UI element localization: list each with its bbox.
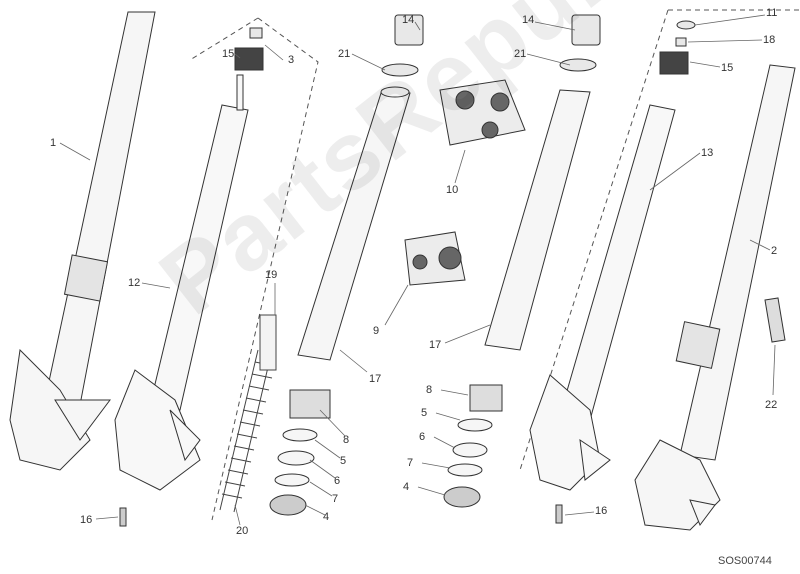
callout-17: 17 (369, 373, 382, 385)
callout-4: 4 (323, 511, 330, 523)
inner-tube-13 (529, 104, 676, 491)
callout-16: 16 (80, 514, 93, 526)
screws-16 (119, 504, 563, 527)
outer-tube-17-right (443, 89, 591, 508)
callout-5: 5 (421, 407, 428, 419)
fork-leg-2 (634, 64, 796, 531)
callout-5: 5 (340, 455, 347, 467)
callout-19: 19 (265, 269, 278, 281)
callout-12: 12 (128, 277, 141, 289)
callout-15: 15 (721, 62, 734, 74)
fork-leg-1 (9, 11, 156, 471)
callout-2: 2 (771, 245, 778, 257)
callout-14: 14 (522, 14, 535, 26)
callout-7: 7 (407, 457, 414, 469)
callout-22: 22 (765, 399, 778, 411)
callout-18: 18 (763, 34, 776, 46)
leader-lines (59, 14, 776, 526)
callout-11: 11 (766, 7, 778, 19)
callout-7: 7 (332, 493, 339, 505)
callout-3: 3 (288, 54, 295, 66)
top-caps (234, 14, 696, 77)
callout-4: 4 (403, 481, 410, 493)
callout-6: 6 (419, 431, 426, 443)
clamp-kits (404, 79, 526, 286)
callout-9: 9 (373, 325, 380, 337)
callout-8: 8 (426, 384, 433, 396)
spring-20 (219, 314, 277, 513)
callout-16: 16 (595, 505, 608, 517)
callout-1: 1 (50, 137, 57, 149)
callout-6: 6 (334, 475, 341, 487)
callout-14: 14 (402, 14, 415, 26)
outer-tube-17-center (269, 86, 411, 516)
callout-17: 17 (429, 339, 442, 351)
callout-21: 21 (514, 48, 527, 60)
inner-tube-12 (114, 74, 249, 491)
callout-15: 15 (222, 48, 235, 60)
callout-8: 8 (343, 434, 350, 446)
callout-10: 10 (446, 184, 459, 196)
callout-13: 13 (701, 147, 714, 159)
diagram-code: SOS00744 (718, 555, 772, 567)
callout-20: 20 (236, 525, 249, 537)
callout-21: 21 (338, 48, 351, 60)
group-outline-left (189, 9, 800, 521)
